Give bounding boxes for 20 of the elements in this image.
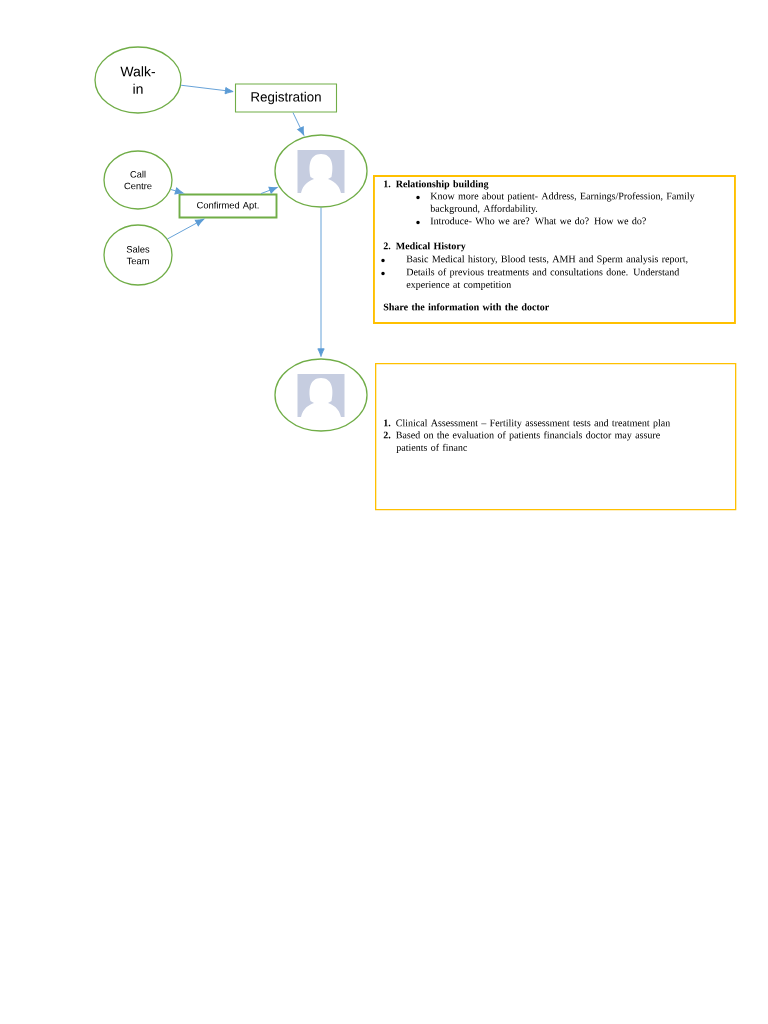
arrow [260, 186, 278, 195]
text-panel: 1. Relationship building Know more about patient- Address, Earnings/Profession, Family background, Affordability. Introduce- Who we are? What we do? How we do? 2. Medical History Basic Medical history, Blood tests, AMH and Sperm analysis report, Details of previous treatments and consultations done. Understand experience at competition Share the information with the doctor [373, 175, 736, 324]
node-label: Details of previous treatments and consultations done. Understand experience at competition [406, 268, 680, 290]
node-label: 1. Relationship building [384, 180, 489, 190]
node-label: Basic Medical history, Blood tests, AMH and Sperm analysis report, [406, 255, 688, 265]
arrow [317, 207, 325, 357]
ellipse-node: Sales Team [103, 224, 173, 286]
ellipse-node: Call Centre [103, 150, 173, 210]
text-panel: 1. Clinical Assessment – Fertility assessment tests and treatment plan 2. Based on the evaluation of patients financials doctor may assure patients of financ [375, 363, 737, 511]
arrow [167, 218, 204, 240]
arrow [292, 112, 305, 136]
ellipse-node: Walk- in [94, 46, 182, 114]
arrow [170, 187, 184, 195]
process-box: Registration [234, 83, 338, 113]
node-label: 2. Medical History [383, 242, 466, 252]
arrow [180, 84, 234, 95]
process-box: Confirmed Apt. [178, 193, 278, 219]
node-label: Know more about patient- Address, Earnings/Profession, Family background, Affordability. [430, 192, 695, 214]
node-label: Introduce- Who we are? What we do? How we do? [430, 217, 646, 225]
node-label: Share the information with the doctor [383, 303, 549, 311]
